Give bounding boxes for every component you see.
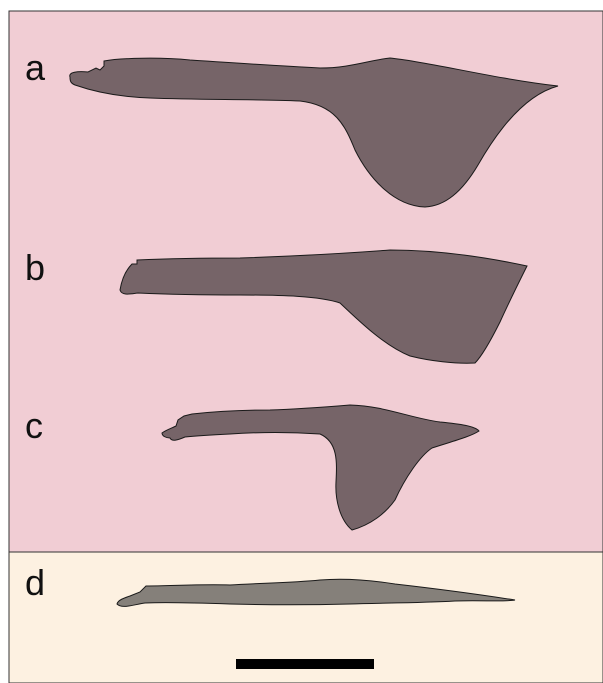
panel-label-c: c (25, 408, 43, 444)
scale-bar (236, 659, 374, 669)
panel-label-d: d (25, 565, 45, 601)
panel-label-b: b (25, 250, 45, 286)
panel-label-a: a (25, 50, 45, 86)
